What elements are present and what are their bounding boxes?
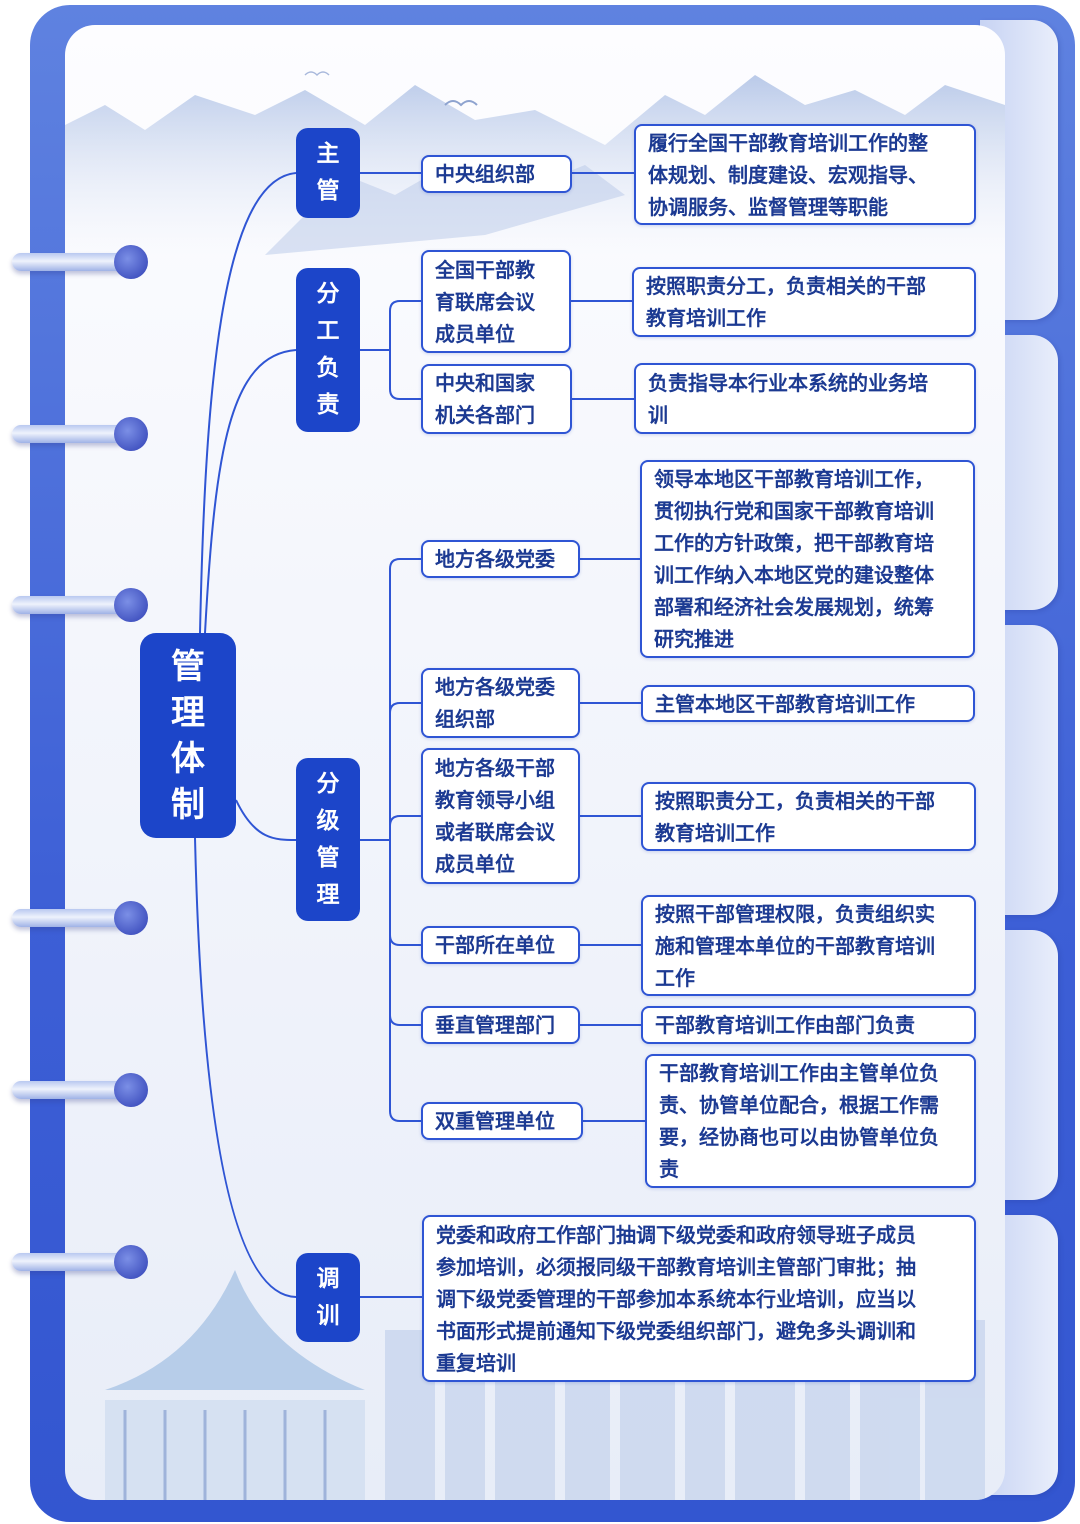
binder-ring — [12, 1073, 148, 1107]
duty-vertical-management-depts: 干部教育培训工作由部门负责 — [641, 1006, 976, 1044]
duty-central-organization-dept: 履行全国干部教育培训工作的整 体规划、制度建设、宏观指导、 协调服务、监督管理等… — [634, 124, 976, 225]
duty-transfer-training: 党委和政府工作部门抽调下级党委和政府领导班子成员 参加培训，必须报同级干部教育培… — [422, 1215, 976, 1382]
duty-local-organization-depts: 主管本地区干部教育培训工作 — [641, 685, 975, 722]
duty-dual-management-units: 干部教育培训工作由主管单位负 责、协管单位配合，根据工作需 要，经协商也可以由协… — [645, 1054, 976, 1188]
node-transfer-training: 调 训 — [296, 1253, 360, 1342]
node-tiered-management: 分 级 管 理 — [296, 758, 360, 921]
org-dual-management-units: 双重管理单位 — [421, 1102, 583, 1140]
duty-local-leading-groups: 按照职责分工，负责相关的干部 教育培训工作 — [641, 782, 976, 851]
root-node-management-system: 管 理 体 制 — [140, 633, 236, 838]
org-central-organization-dept: 中央组织部 — [421, 155, 572, 193]
org-central-state-organs: 中央和国家 机关各部门 — [421, 364, 572, 434]
org-cadre-units: 干部所在单位 — [421, 926, 580, 964]
org-local-leading-groups: 地方各级干部 教育领导小组 或者联席会议 成员单位 — [421, 748, 580, 884]
binder-ring — [12, 417, 148, 451]
org-joint-meeting-members: 全国干部教 育联席会议 成员单位 — [421, 250, 571, 353]
org-local-organization-depts: 地方各级党委 组织部 — [421, 668, 580, 738]
binder-ring — [12, 245, 148, 279]
binder-ring — [12, 1245, 148, 1279]
binder-ring — [12, 588, 148, 622]
binder-ring — [12, 901, 148, 935]
node-supervision: 主 管 — [296, 128, 360, 218]
node-division-of-labor: 分 工 负 责 — [296, 268, 360, 432]
duty-central-state-organs: 负责指导本行业本系统的业务培 训 — [634, 363, 976, 434]
org-local-party-committees: 地方各级党委 — [421, 540, 580, 578]
duty-joint-meeting-members: 按照职责分工，负责相关的干部 教育培训工作 — [632, 267, 976, 337]
org-vertical-management-depts: 垂直管理部门 — [421, 1006, 580, 1044]
duty-cadre-units: 按照干部管理权限，负责组织实 施和管理本单位的干部教育培训 工作 — [641, 895, 976, 996]
duty-local-party-committees: 领导本地区干部教育培训工作， 贯彻执行党和国家干部教育培训 工作的方针政策，把干… — [640, 460, 975, 658]
